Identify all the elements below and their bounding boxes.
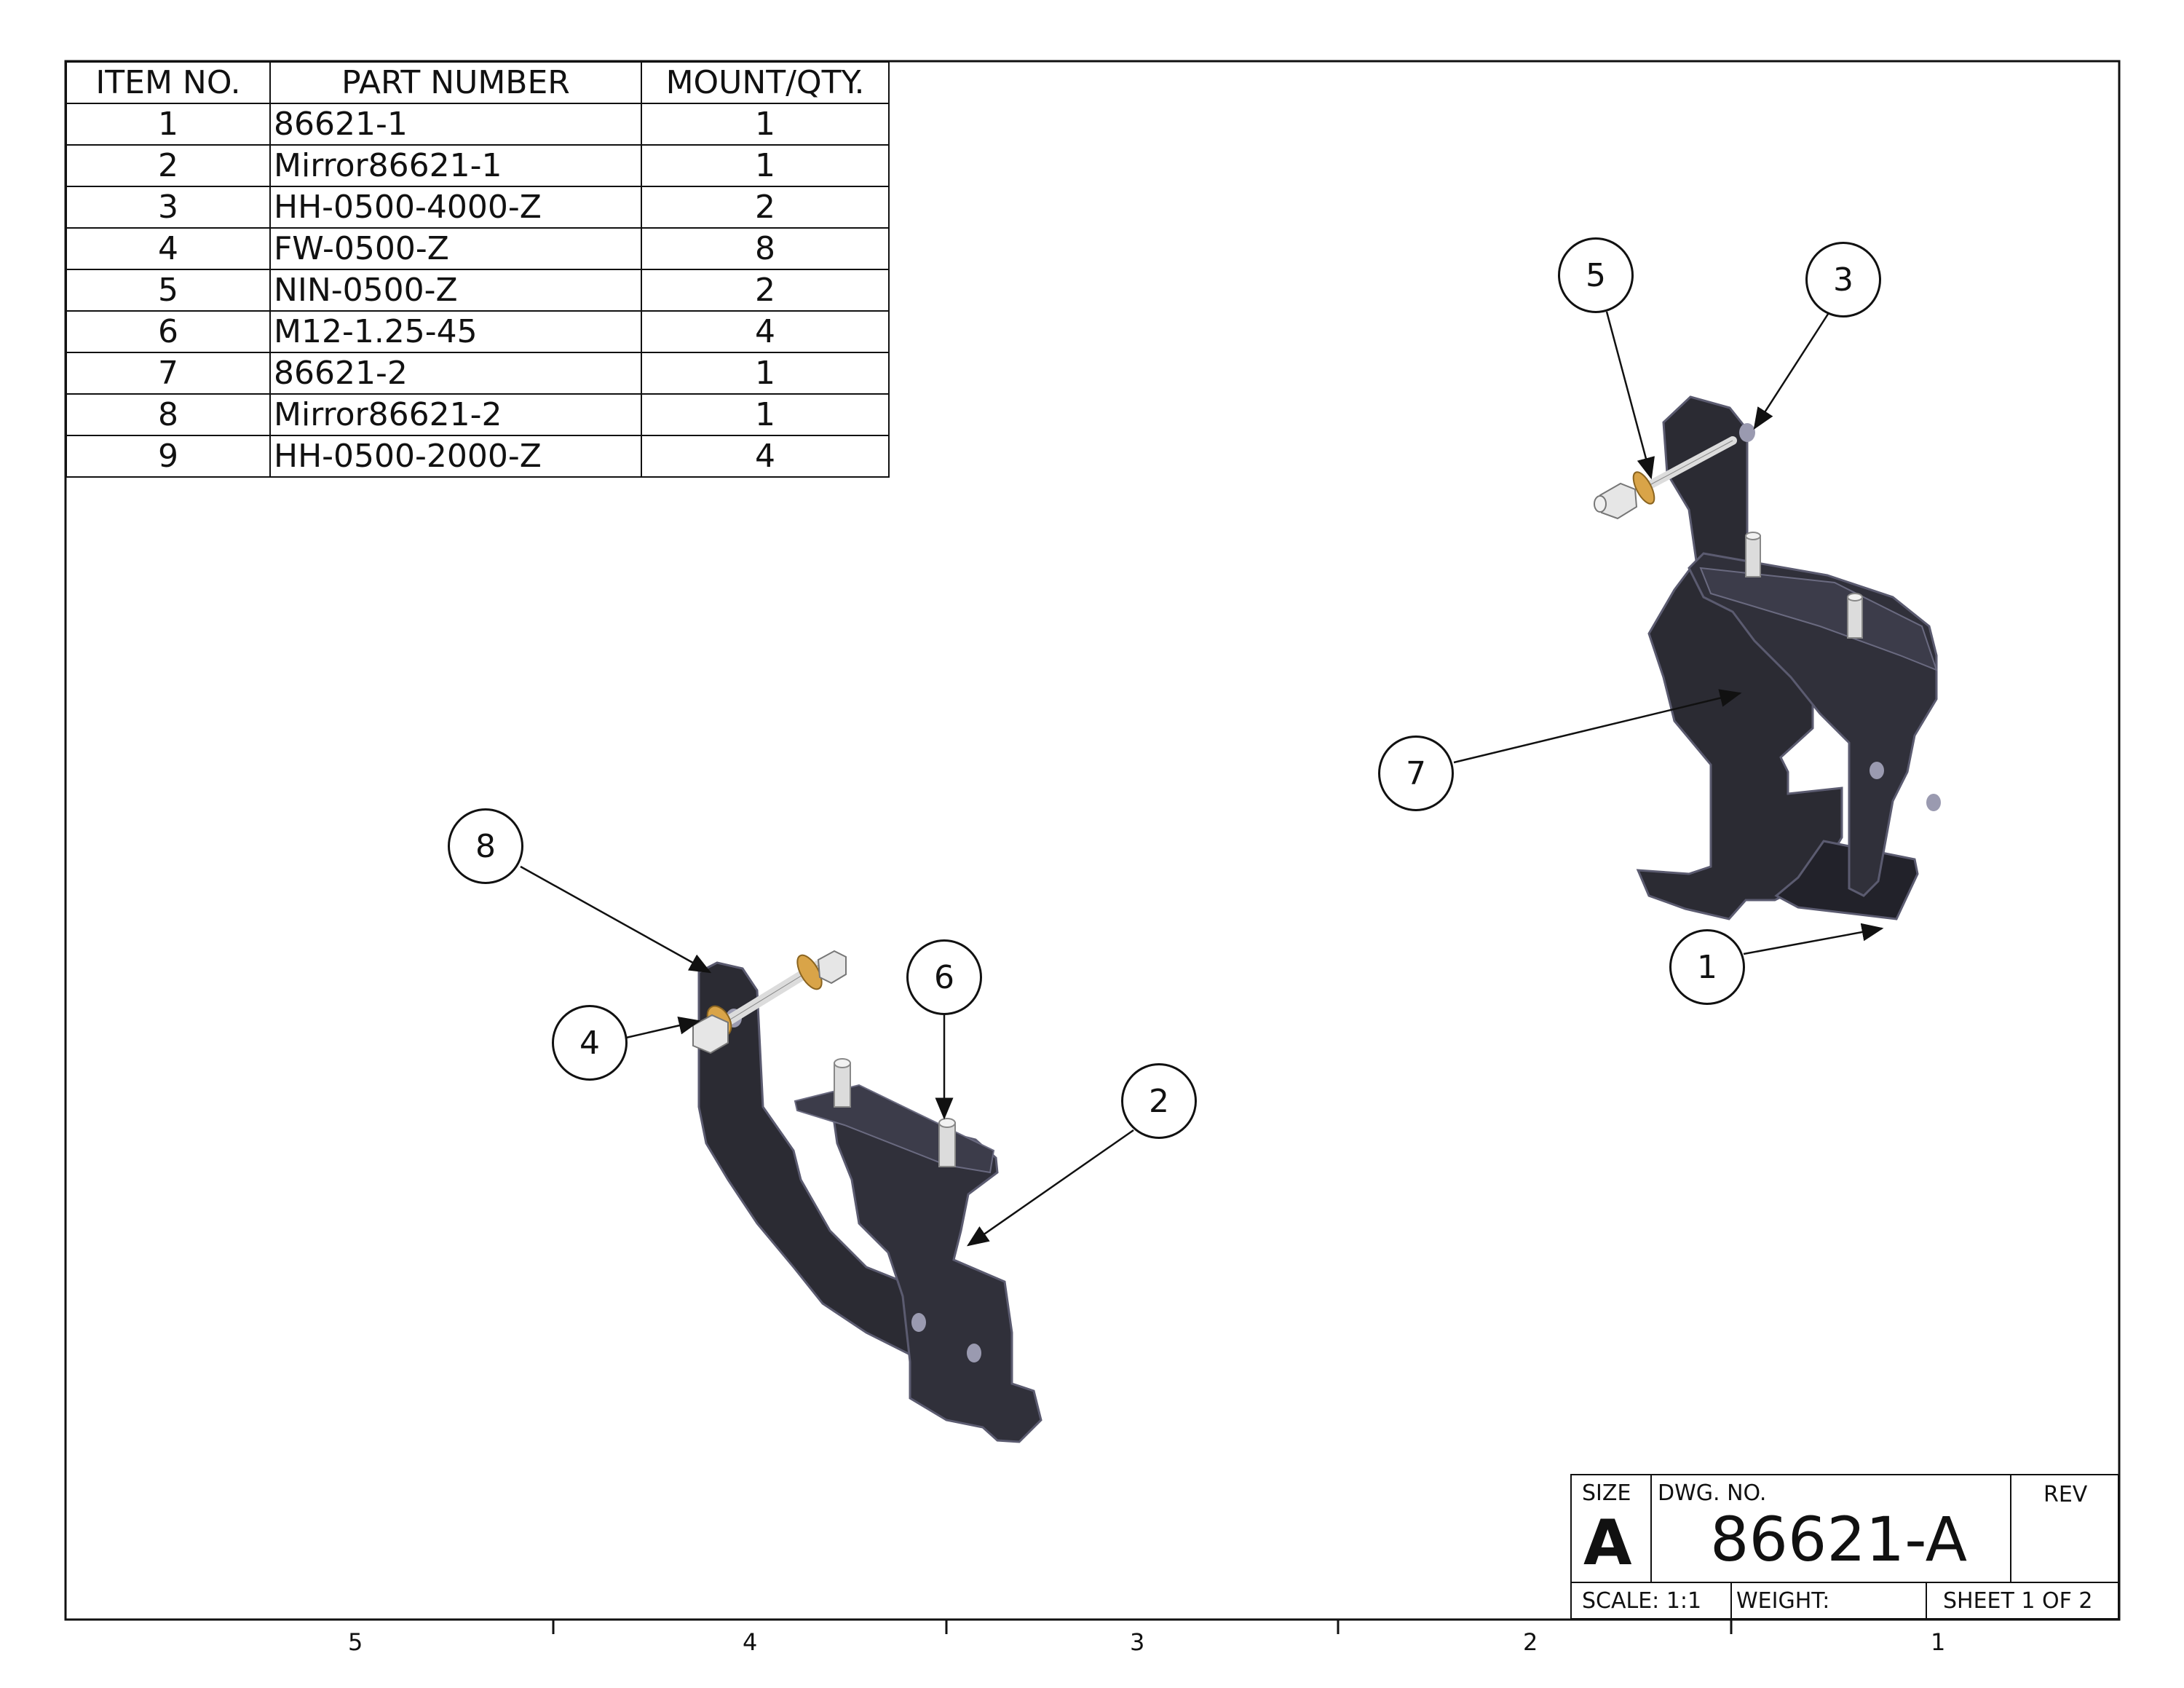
bom-part-number: Mirror86621-2 bbox=[269, 393, 642, 436]
bom-qty: 4 bbox=[641, 310, 890, 353]
size-value: A bbox=[1583, 1507, 1632, 1579]
balloon-item-5: 5 bbox=[1558, 237, 1634, 313]
bom-part-number: Mirror86621-1 bbox=[269, 144, 642, 187]
bom-qty: 1 bbox=[641, 352, 890, 395]
hole bbox=[911, 1313, 926, 1332]
bom-part-number: HH-0500-2000-Z bbox=[269, 435, 642, 478]
stud-top bbox=[938, 1118, 956, 1128]
washer bbox=[796, 954, 823, 990]
zone-ticks bbox=[552, 1620, 1733, 1634]
bom-part-number: FW-0500-Z bbox=[269, 227, 642, 270]
zone-label-2: 2 bbox=[1523, 1628, 1538, 1656]
zone-label-1: 1 bbox=[1931, 1628, 1946, 1656]
bom-qty: 8 bbox=[641, 227, 890, 270]
hole bbox=[1739, 423, 1755, 442]
leader-5 bbox=[1605, 311, 1655, 480]
bom-part-number: 86621-2 bbox=[269, 352, 642, 395]
leader-8 bbox=[520, 865, 712, 974]
bom-part-number: HH-0500-4000-Z bbox=[269, 186, 642, 229]
hole bbox=[967, 1344, 981, 1362]
bom-qty: 2 bbox=[641, 269, 890, 312]
left-bracket-assembly bbox=[692, 950, 1042, 1443]
stud-top bbox=[1745, 532, 1761, 540]
bom-item-no: 2 bbox=[66, 144, 271, 187]
hex-bolt-head bbox=[692, 1014, 729, 1054]
bom-item-no: 5 bbox=[66, 269, 271, 312]
bom-qty: 2 bbox=[641, 186, 890, 229]
bom-item-no: 7 bbox=[66, 352, 271, 395]
bom-header-item: ITEM NO. bbox=[66, 61, 271, 104]
bom-item-no: 3 bbox=[66, 186, 271, 229]
leader-lines bbox=[520, 309, 1884, 1247]
hex-nut bbox=[817, 950, 847, 985]
sheet-text: SHEET 1 OF 2 bbox=[1943, 1588, 2093, 1614]
balloon-item-7: 7 bbox=[1378, 735, 1454, 811]
stud-top bbox=[1847, 593, 1863, 602]
zone-label-4: 4 bbox=[743, 1628, 758, 1656]
bom-item-no: 1 bbox=[66, 103, 271, 146]
bom-item-no: 9 bbox=[66, 435, 271, 478]
scale-text: SCALE: 1:1 bbox=[1582, 1588, 1702, 1614]
bom-item-no: 6 bbox=[66, 310, 271, 353]
leader-7 bbox=[1453, 689, 1742, 764]
balloon-item-8: 8 bbox=[448, 808, 523, 884]
bracket-part-7-flange bbox=[1699, 567, 1938, 671]
leader-2 bbox=[966, 1129, 1134, 1247]
size-label: SIZE bbox=[1582, 1480, 1631, 1506]
leader-1 bbox=[1743, 923, 1884, 955]
bom-qty: 1 bbox=[641, 103, 890, 146]
sheet-cell bbox=[1926, 1582, 2119, 1620]
balloon-item-6: 6 bbox=[906, 939, 982, 1015]
bom-part-number: M12-1.25-45 bbox=[269, 310, 642, 353]
balloon-item-2: 2 bbox=[1121, 1063, 1197, 1139]
bracket-part-2 bbox=[832, 1105, 1042, 1443]
leader-4 bbox=[625, 1016, 701, 1039]
dwg-no-label: DWG. NO. bbox=[1658, 1480, 1767, 1506]
bom-header-qty: MOUNT/QTY. bbox=[641, 61, 890, 104]
weight-text: WEIGHT: bbox=[1736, 1588, 1830, 1614]
zone-label-5: 5 bbox=[348, 1628, 363, 1656]
hex-nut bbox=[1599, 482, 1638, 520]
zone-label-3: 3 bbox=[1130, 1628, 1145, 1656]
balloon-item-3: 3 bbox=[1805, 242, 1881, 318]
bom-qty: 1 bbox=[641, 393, 890, 436]
stud bbox=[938, 1122, 956, 1167]
rev-label: REV bbox=[2043, 1482, 2088, 1507]
washer bbox=[1632, 471, 1655, 505]
bom-item-no: 8 bbox=[66, 393, 271, 436]
stud-top bbox=[834, 1058, 851, 1068]
balloon-item-1: 1 bbox=[1669, 929, 1745, 1005]
drawing-number: 86621-A bbox=[1710, 1504, 1968, 1575]
bom-part-number: 86621-1 bbox=[269, 103, 642, 146]
bom-qty: 1 bbox=[641, 144, 890, 187]
bom-qty: 4 bbox=[641, 435, 890, 478]
bom-header-part: PART NUMBER bbox=[269, 61, 642, 104]
stud bbox=[1847, 596, 1863, 639]
bolt-shank-outline bbox=[1641, 440, 1733, 490]
drawing-border bbox=[64, 60, 2121, 1621]
title-block: SIZE A DWG. NO. 86621-A REV SCALE: 1:1 W… bbox=[1570, 1474, 2119, 1620]
stud bbox=[1745, 535, 1761, 577]
balloon-item-4: 4 bbox=[552, 1005, 628, 1081]
hole bbox=[1870, 762, 1884, 779]
leader-3 bbox=[1753, 309, 1832, 430]
right-bracket-assembly bbox=[1594, 395, 1941, 920]
bom-item-no: 4 bbox=[66, 227, 271, 270]
stud bbox=[834, 1062, 851, 1108]
bom-part-number: NIN-0500-Z bbox=[269, 269, 642, 312]
hole bbox=[1926, 794, 1941, 811]
bolt-tip bbox=[1594, 495, 1607, 513]
bom-header-row: ITEM NO. PART NUMBER MOUNT/QTY. bbox=[66, 61, 890, 104]
